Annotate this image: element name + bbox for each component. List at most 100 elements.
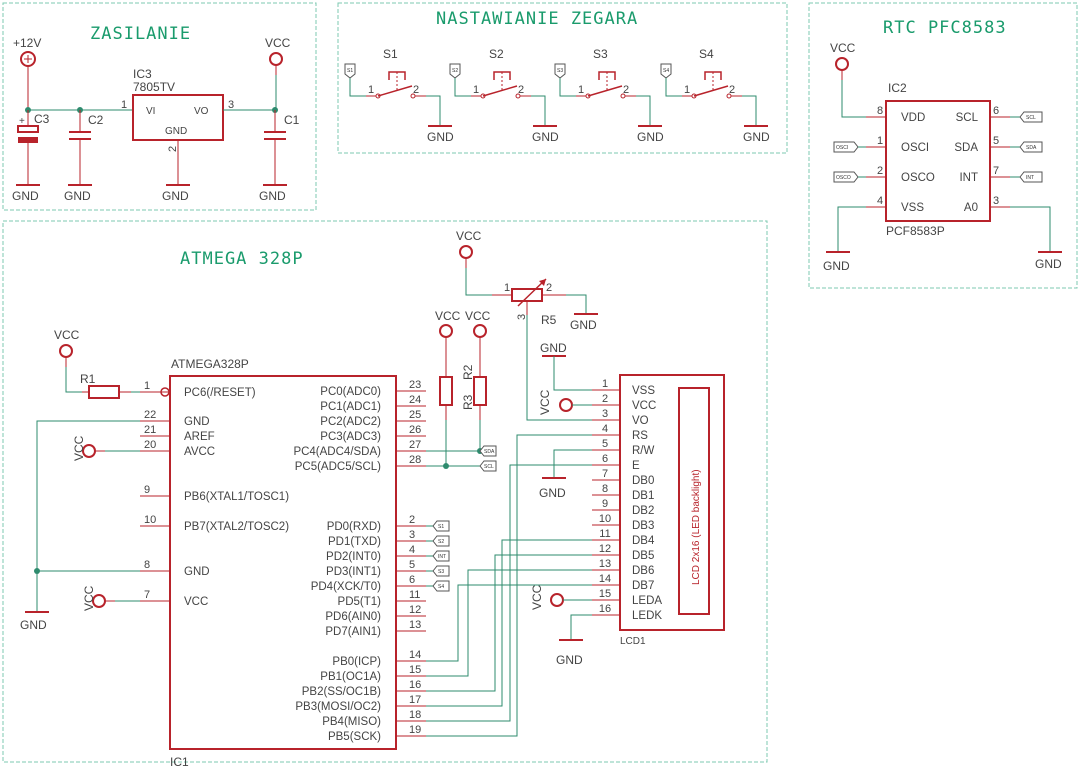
- lcd-pin-name: DB7: [632, 580, 654, 592]
- net-label-12v: +12V: [13, 36, 41, 50]
- capacitor-c2: C2: [69, 110, 104, 185]
- svg-text:VCC: VCC: [435, 309, 461, 323]
- svg-text:S2: S2: [489, 47, 504, 61]
- c2-label: C2: [88, 113, 104, 127]
- lcd-pin-number: 11: [599, 528, 610, 540]
- ic3-pin-number: 1: [121, 99, 127, 111]
- ic2-pin-name: SCL: [956, 112, 979, 124]
- ic1-pin-number: 17: [409, 694, 421, 706]
- svg-text:1: 1: [684, 84, 690, 96]
- ic3-pin-vi: VI: [146, 106, 155, 117]
- capacitor-c1: C1: [264, 110, 300, 185]
- lcd-pin-name: RS: [632, 430, 648, 442]
- ic1-pin-name: AREF: [184, 431, 215, 443]
- lcd-pin-name: E: [632, 460, 640, 472]
- power-supply-frame: ZASILANIE: [2, 2, 317, 211]
- ic1-pin-number: 9: [144, 484, 150, 496]
- ic1-pin-name: PB7(XTAL2/TOSC2): [184, 521, 289, 533]
- ic1-pin-number: 5: [409, 559, 415, 571]
- ic3-pin-vo: VO: [194, 106, 209, 117]
- ic1-pin-name: PD6(AIN0): [325, 611, 381, 623]
- svg-text:VCC: VCC: [456, 229, 482, 243]
- ic1-pin-number: 24: [409, 394, 421, 406]
- ic2-pin-number: 6: [993, 105, 999, 117]
- ic1-pin-number: 14: [409, 649, 421, 661]
- svg-text:INT: INT: [1026, 175, 1034, 181]
- regulator-ic3: IC3 7805TV VI VO GND 1 3 2: [121, 67, 234, 185]
- r5-label: R5: [541, 313, 557, 327]
- ic1-pin-name: GND: [184, 416, 210, 428]
- lcd-display: LCD 2x16 (LED backlight) LCD1 1VSS2VCC3V…: [530, 341, 725, 667]
- svg-text:2: 2: [623, 84, 629, 96]
- svg-text:R2: R2: [461, 364, 475, 380]
- svg-text:2: 2: [413, 84, 419, 96]
- lcd-pin-number: 16: [599, 603, 611, 615]
- lcd-ref: LCD1: [620, 636, 646, 647]
- svg-text:S1: S1: [347, 68, 353, 74]
- ic2-pin-number: 8: [877, 105, 883, 117]
- lcd-pin-number: 5: [602, 438, 608, 450]
- ic3-pin-number: 3: [228, 99, 234, 111]
- svg-text:SCL: SCL: [484, 464, 494, 470]
- ic2-ref: IC2: [888, 81, 907, 95]
- svg-text:3: 3: [516, 314, 528, 320]
- switch-s3: S3 S3 1 2 GND: [554, 47, 664, 144]
- svg-text:GND: GND: [20, 618, 47, 632]
- frame-title-mcu: ATMEGA 328P: [180, 249, 304, 269]
- ic2-value: PCF8583P: [886, 224, 945, 238]
- svg-text:GND: GND: [556, 653, 583, 667]
- ic2-pin-number: 4: [877, 195, 883, 207]
- frame-title-power: ZASILANIE: [90, 24, 191, 44]
- ic1-pin-name: PD5(T1): [338, 596, 382, 608]
- lcd-pin-number: 7: [602, 468, 608, 480]
- svg-text:VCC: VCC: [54, 328, 80, 342]
- ic1-pin-name: PC6(/RESET): [184, 387, 256, 399]
- lcd-pin-number: 13: [599, 558, 611, 570]
- ic3-value: 7805TV: [133, 80, 175, 94]
- svg-text:2: 2: [518, 84, 524, 96]
- svg-text:GND: GND: [427, 130, 454, 144]
- ic1-pin-name: PD3(INT1): [326, 566, 381, 578]
- resistor-r3: VCC R3: [435, 309, 475, 466]
- lcd-pin-number: 12: [599, 543, 611, 555]
- ic1-pin-name: PC5(ADC5/SCL): [295, 461, 381, 473]
- ic1-pin-number: 7: [144, 589, 150, 601]
- ic2-pin-number: 3: [993, 195, 999, 207]
- svg-text:1: 1: [368, 84, 374, 96]
- ic1-pin-name: PD1(TXD): [328, 536, 381, 548]
- mcu-ic1: ATMEGA328P IC1 1PC6(/RESET)22GND21AREF20…: [140, 357, 426, 769]
- ic1-pin-number: 12: [409, 604, 421, 616]
- lcd-pin-name: VCC: [632, 400, 656, 412]
- mcu-lcd-bus: [426, 434, 592, 737]
- svg-text:VCC: VCC: [538, 389, 552, 415]
- capacitor-c3: + C3: [17, 110, 50, 185]
- svg-text:1: 1: [504, 282, 510, 294]
- ic2-pin-name: OSCI: [901, 142, 929, 154]
- lcd-pin-number: 3: [602, 408, 608, 420]
- switch-s2: S2 S2 1 2 GND: [449, 47, 559, 144]
- svg-text:S3: S3: [593, 47, 608, 61]
- lcd-pin-name: LEDK: [632, 610, 662, 622]
- svg-text:GND: GND: [823, 259, 850, 273]
- svg-text:2: 2: [546, 282, 552, 294]
- ic2-pin-number: 1: [877, 135, 883, 147]
- svg-text:S1: S1: [383, 47, 398, 61]
- svg-text:VCC: VCC: [530, 584, 544, 610]
- clock-setting-frame: NASTAWIANIE ZEGARA: [337, 2, 788, 154]
- ic1-pin-number: 25: [409, 409, 421, 421]
- lcd-pin-name: DB5: [632, 550, 654, 562]
- svg-text:SDA: SDA: [1026, 145, 1037, 151]
- ic1-pin-name: PB5(SCK): [328, 731, 381, 743]
- svg-text:S2: S2: [438, 539, 444, 545]
- lcd-pin-name: DB1: [632, 490, 654, 502]
- ic1-pin-name: PC0(ADC0): [320, 386, 381, 398]
- mcu-frame: ATMEGA 328P: [2, 220, 768, 763]
- mcu-left-wiring: GND VCC VCC: [20, 420, 140, 632]
- ic1-pin-number: 21: [144, 424, 156, 436]
- ic1-pin-name: PB3(MOSI/OC2): [295, 701, 381, 713]
- lcd-pin-number: 15: [599, 588, 611, 600]
- ic1-pin-number: 4: [409, 544, 415, 556]
- ic1-pin-number: 11: [409, 589, 420, 601]
- ic1-pin-number: 20: [144, 439, 156, 451]
